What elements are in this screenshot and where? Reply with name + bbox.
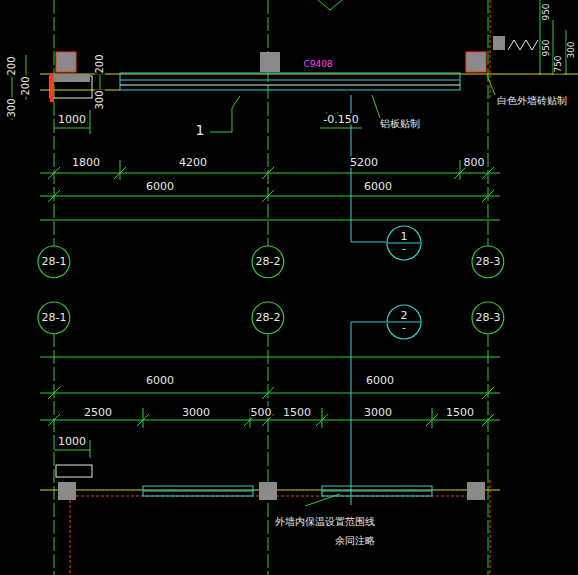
axis-number: 28-1 <box>42 256 67 268</box>
note: 余同注略 <box>334 536 376 546</box>
section-marker: 1- <box>386 225 422 261</box>
dimension: 3000 <box>363 407 393 418</box>
dimension: 1500 <box>282 407 312 418</box>
dimension: 200 <box>21 75 31 96</box>
axis-bubble: 28-1 <box>37 301 71 335</box>
axis-bubble: 28-2 <box>251 301 285 335</box>
dimension: 800 <box>463 157 486 168</box>
axis-number: 28-1 <box>42 312 67 324</box>
dimension: 950 <box>542 38 551 57</box>
section-number: 1 <box>401 231 408 243</box>
dimension: 200 <box>7 55 17 76</box>
callout-number: 1 <box>195 123 206 137</box>
axis-number: 28-3 <box>476 256 501 268</box>
dimension: 1000 <box>57 114 87 125</box>
dimension: 950 <box>542 2 551 21</box>
section-marker: 2- <box>386 304 422 340</box>
axis-bubble: 28-1 <box>37 245 71 279</box>
dimension: 2500 <box>83 407 113 418</box>
dimension: 300 <box>7 97 17 118</box>
dimension: 6000 <box>363 181 393 192</box>
elevation: -0.150 <box>322 114 359 125</box>
dimension: 500 <box>250 407 273 418</box>
dimension: 1000 <box>57 436 87 447</box>
dimension: 750 <box>554 54 563 73</box>
dimension: 6000 <box>145 375 175 386</box>
dimension: 1800 <box>71 157 101 168</box>
material-note: 白色外墙砖贴制 <box>496 96 568 106</box>
axis-number: 28-2 <box>256 256 281 268</box>
axis-bubble: 28-3 <box>471 245 505 279</box>
dimension: 4200 <box>178 157 208 168</box>
section-number: - <box>402 243 406 255</box>
window-code: C9408 <box>302 60 333 69</box>
dimension: 200 <box>95 53 105 74</box>
note: 外墙内保温设置范围线 <box>274 517 376 527</box>
axis-number: 28-2 <box>256 312 281 324</box>
material-note: 铝板贴制 <box>379 119 421 129</box>
dimension: 300 <box>567 40 576 59</box>
dimension: 300 <box>95 89 105 110</box>
dimension: 6000 <box>365 375 395 386</box>
dimension: 3000 <box>181 407 211 418</box>
dimension: 5200 <box>349 157 379 168</box>
section-number: - <box>402 322 406 334</box>
dimension: 1500 <box>445 407 475 418</box>
dimension: 6000 <box>145 181 175 192</box>
axis-number: 28-3 <box>476 312 501 324</box>
axis-bubble: 28-3 <box>471 301 505 335</box>
axis-bubble: 28-2 <box>251 245 285 279</box>
section-number: 2 <box>401 310 408 322</box>
